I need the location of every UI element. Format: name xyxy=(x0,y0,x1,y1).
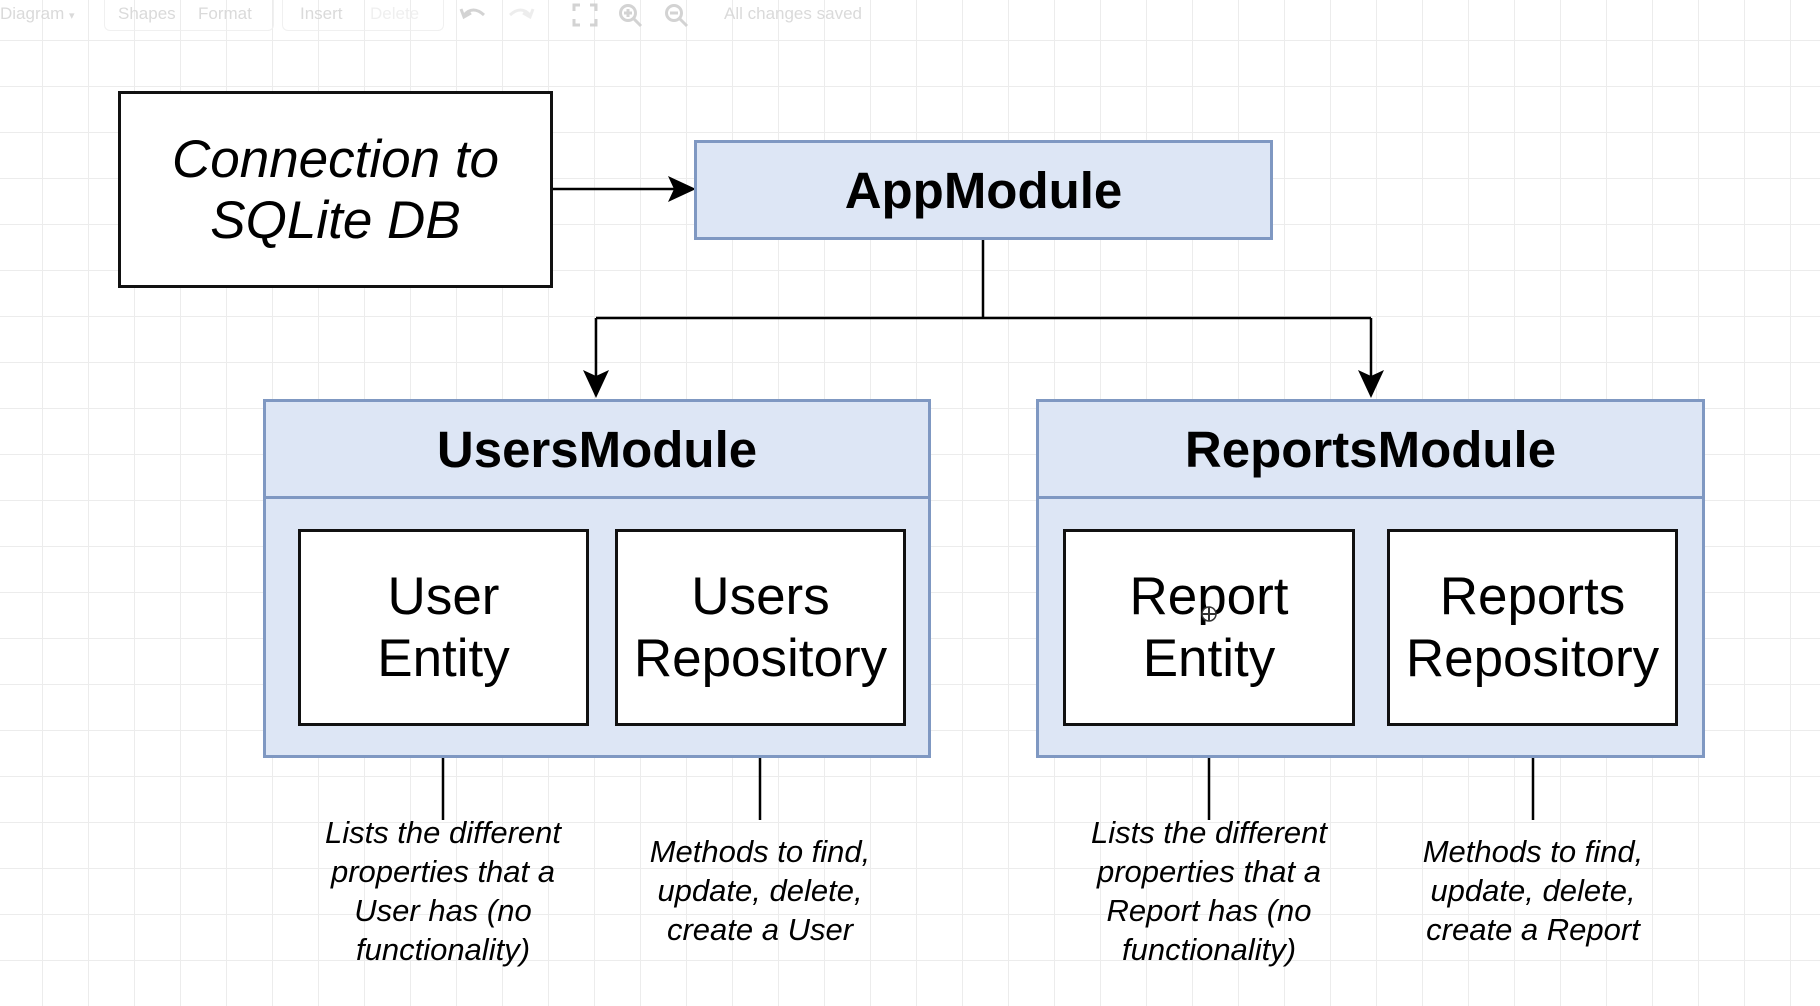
users-repository-label: Users Repository xyxy=(633,566,888,688)
connection-box-label: Connection to SQLite DB xyxy=(171,129,500,250)
zoom-out-icon[interactable] xyxy=(664,3,690,34)
app-module-label: AppModule xyxy=(844,161,1123,219)
reports-module-header[interactable]: ReportsModule xyxy=(1036,399,1705,499)
users-repository-box[interactable]: Users Repository xyxy=(615,529,906,726)
user-entity-box[interactable]: User Entity xyxy=(298,529,589,726)
fit-page-icon[interactable] xyxy=(572,3,598,32)
edit-group xyxy=(282,0,444,31)
insert-button[interactable]: Insert xyxy=(300,4,343,23)
connection-box[interactable]: Connection to SQLite DB xyxy=(118,91,553,288)
reports-repository-note: Methods to find, update, delete, create … xyxy=(1422,834,1644,947)
format-tab[interactable]: Format xyxy=(198,4,252,23)
shapes-tab[interactable]: Shapes xyxy=(118,4,176,23)
users-repository-note: Methods to find, update, delete, create … xyxy=(649,834,871,947)
reports-repository-label: Reports Repository xyxy=(1405,566,1660,688)
users-module-header[interactable]: UsersModule xyxy=(263,399,931,499)
zoom-in-icon[interactable] xyxy=(618,3,644,34)
diagram-menu-label: Diagram xyxy=(0,4,65,23)
format-panel-tabs xyxy=(104,0,274,31)
reports-repository-box[interactable]: Reports Repository xyxy=(1387,529,1678,726)
diagram-menu[interactable]: Diagram ▾ xyxy=(0,4,75,24)
chevron-down-icon: ▾ xyxy=(68,10,75,22)
delete-button[interactable]: Delete xyxy=(370,4,420,23)
edge-connection-to-appmodule[interactable] xyxy=(551,176,696,202)
user-entity-note: Lists the different properties that a Us… xyxy=(324,815,562,967)
redo-icon[interactable] xyxy=(506,3,536,30)
undo-icon[interactable] xyxy=(458,3,488,30)
app-module-box[interactable]: AppModule xyxy=(694,140,1273,240)
users-module-title: UsersModule xyxy=(436,420,758,478)
reports-module-title: ReportsModule xyxy=(1184,420,1557,478)
top-toolbar: Diagram ▾ Shapes Format Insert Delete Al… xyxy=(0,0,1820,32)
report-entity-box[interactable]: Report Entity xyxy=(1063,529,1355,726)
save-status: All changes saved xyxy=(724,4,862,23)
move-cursor-icon xyxy=(1198,603,1220,630)
report-entity-note: Lists the different properties that a Re… xyxy=(1090,815,1328,967)
user-entity-label: User Entity xyxy=(377,566,510,688)
edge-appmodule-to-modules[interactable] xyxy=(583,239,1384,398)
